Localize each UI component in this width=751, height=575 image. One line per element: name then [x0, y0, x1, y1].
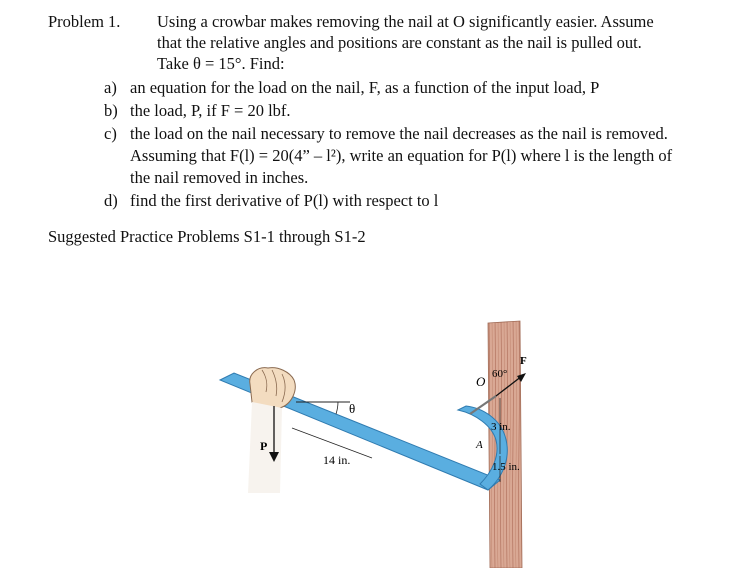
part-a-text: an equation for the load on the nail, F,… — [130, 78, 600, 97]
A-label: A — [475, 439, 483, 451]
part-c-label: c) — [104, 124, 117, 143]
part-c-text-1: the load on the nail necessary to remove… — [130, 124, 668, 143]
F-label: F — [520, 355, 527, 367]
dim-14-label: 14 in. — [323, 453, 350, 467]
part-c-text-3: the nail removed in inches. — [130, 168, 309, 187]
angle-label: 60° — [492, 368, 507, 380]
suggested-problems: Suggested Practice Problems S1-1 through… — [48, 227, 366, 246]
P-label: P — [260, 439, 267, 453]
O-label: O — [476, 374, 486, 389]
theta-label: θ — [349, 401, 355, 416]
dim-3-label: 3 in. — [491, 421, 511, 433]
problem-line-2: that the relative angles and positions a… — [157, 33, 642, 52]
part-b-label: b) — [104, 101, 118, 120]
crowbar-hook — [456, 405, 508, 491]
part-a-label: a) — [104, 78, 117, 97]
part-b-text: the load, P, if F = 20 lbf. — [130, 101, 291, 120]
part-d-text: find the first derivative of P(l) with r… — [130, 191, 439, 210]
part-c-text-2: Assuming that F(l) = 20(4” – l²), write … — [130, 146, 673, 165]
crowbar-figure: θ P 14 in. O 60° F 3 in. A 1.5 in. — [218, 320, 527, 568]
part-d-label: d) — [104, 191, 118, 210]
problem-label: Problem 1. — [48, 12, 121, 31]
problem-line-1: Using a crowbar makes removing the nail … — [157, 12, 654, 31]
dim-15-label: 1.5 in. — [492, 461, 520, 473]
nail — [469, 395, 497, 415]
problem-line-3: Take θ = 15°. Find: — [157, 54, 285, 73]
